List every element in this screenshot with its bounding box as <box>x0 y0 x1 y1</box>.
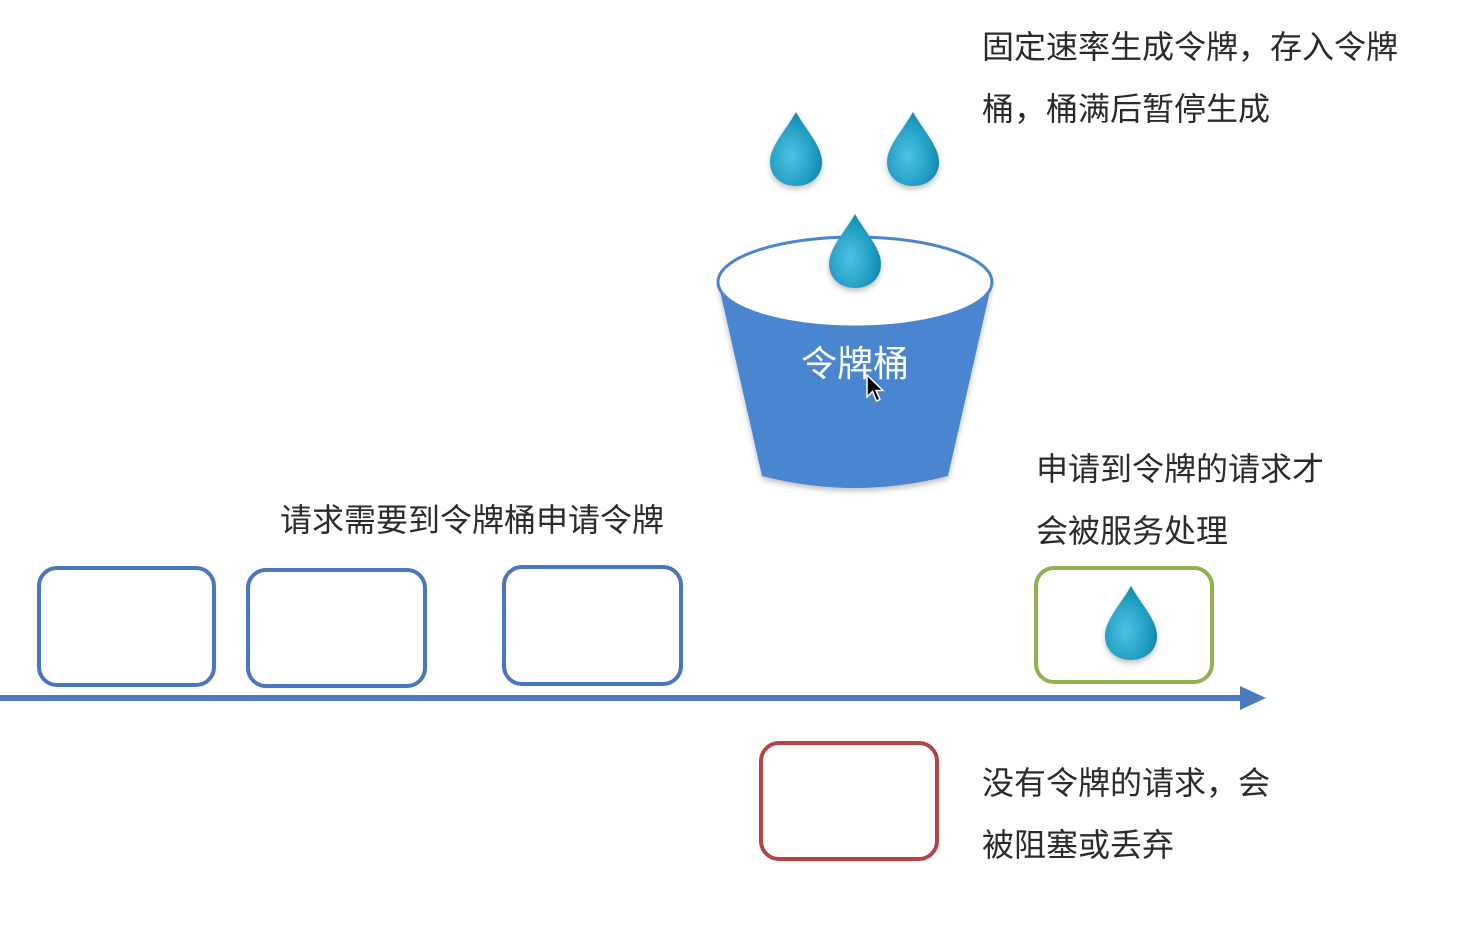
rejected-caption: 没有令牌的请求，会 被阻塞或丢弃 <box>982 752 1270 876</box>
pending-request-box-1 <box>37 566 216 687</box>
timeline-arrow <box>0 686 1266 710</box>
request-caption-line: 请求需要到令牌桶申请令牌 <box>280 501 665 539</box>
token-drop-falling-2 <box>887 112 939 186</box>
generation-caption: 固定速率生成令牌，存入令牌 桶，桶满后暂停生成 <box>982 16 1398 140</box>
request-caption: 请求需要到令牌桶申请令牌 <box>280 489 664 551</box>
bucket-body <box>718 282 992 488</box>
token-drop-entering-bucket <box>829 214 881 288</box>
generation-caption-line-1: 固定速率生成令牌，存入令牌 <box>982 28 1399 66</box>
bucket-label: 令牌桶 <box>800 344 909 385</box>
served-request <box>1034 566 1214 684</box>
served-caption: 申请到令牌的请求才 会被服务处理 <box>1036 438 1324 562</box>
pending-request-box-2 <box>246 568 427 688</box>
served-caption-line-2: 会被服务处理 <box>1036 512 1229 550</box>
pending-request-box-3 <box>502 565 683 686</box>
served-caption-line-1: 申请到令牌的请求才 <box>1036 450 1325 488</box>
rejected-request-box <box>759 741 939 861</box>
token-drop-falling-1 <box>770 112 822 186</box>
generation-caption-line-2: 桶，桶满后暂停生成 <box>982 90 1271 128</box>
rejected-caption-line-1: 没有令牌的请求，会 <box>982 764 1271 802</box>
mouse-pointer-icon <box>866 374 885 402</box>
rejected-caption-line-2: 被阻塞或丢弃 <box>982 826 1175 864</box>
